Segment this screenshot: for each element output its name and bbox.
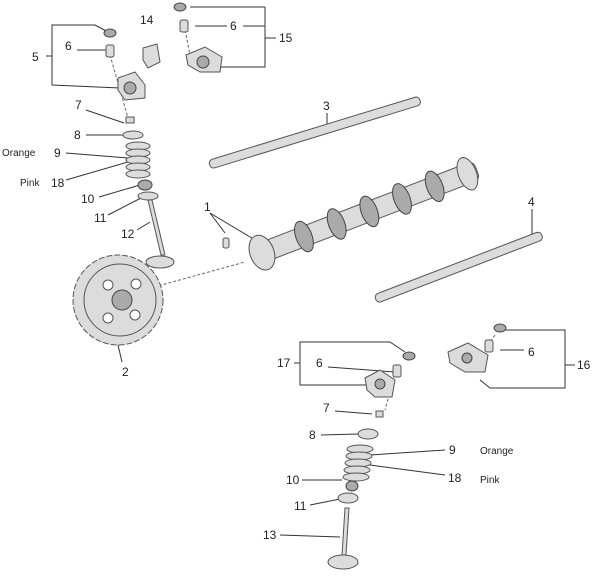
callout-9: 9	[449, 443, 456, 457]
nut-top-left	[103, 28, 117, 38]
key-1	[222, 237, 230, 249]
callout-7: 7	[75, 98, 82, 112]
camshaft	[248, 157, 480, 271]
valve-stem-12	[147, 199, 166, 256]
spring-seat-11	[137, 191, 159, 201]
callout-1: 1	[204, 200, 211, 214]
camshaft-gear-2	[72, 254, 164, 346]
color-note-pink: Pink	[20, 178, 40, 189]
callout-9: 9	[54, 146, 61, 160]
callout-14: 14	[140, 13, 154, 27]
callout-8: 8	[74, 128, 81, 142]
callout-15: 15	[279, 31, 293, 45]
nut-lower-left	[402, 351, 416, 361]
pushrod-4	[374, 231, 543, 303]
color-note-orange: Orange	[2, 148, 36, 159]
callout-17: 17	[277, 356, 291, 370]
leader-lines	[46, 6, 575, 538]
valve-stem-13	[341, 507, 350, 556]
rocker-pedestal-14	[142, 43, 161, 69]
nut-lower-right	[493, 323, 507, 333]
nut-top-right	[173, 2, 187, 12]
callout-12: 12	[121, 227, 135, 241]
collet-7	[125, 116, 135, 124]
callout-2: 2	[122, 365, 129, 379]
callout-10: 10	[81, 192, 95, 206]
callout-3: 3	[323, 99, 330, 113]
callout-10: 10	[286, 473, 300, 487]
callout-18: 18	[51, 176, 65, 190]
callout-13: 13	[263, 528, 277, 542]
spring-seat-11-lower	[337, 492, 359, 504]
callout-labels: 14 6 15 5 6 7 8 Orange 9 Pink 18 10 11 1…	[2, 13, 591, 542]
callout-5: 5	[32, 50, 39, 64]
parts	[72, 2, 543, 570]
spring-cap-8	[122, 130, 144, 140]
callout-18: 18	[448, 471, 462, 485]
callout-6: 6	[230, 19, 237, 33]
callout-7: 7	[323, 401, 330, 415]
pushrod-3	[208, 96, 421, 169]
callout-6: 6	[65, 39, 72, 53]
callout-8: 8	[309, 428, 316, 442]
callout-6: 6	[316, 356, 323, 370]
valve-seal-10	[137, 179, 153, 191]
callout-11: 11	[94, 211, 107, 225]
color-note-pink: Pink	[480, 475, 500, 486]
color-note-orange: Orange	[480, 446, 514, 457]
adjuster-screw-right	[179, 19, 189, 33]
callout-16: 16	[577, 358, 591, 372]
adjuster-screw-lower-right	[484, 339, 494, 353]
spring-cap-8-lower	[357, 428, 379, 440]
valve-spring-left	[125, 141, 151, 179]
callout-6: 6	[528, 345, 535, 359]
collet-7-lower	[375, 410, 384, 418]
valve-spring-right	[342, 444, 374, 482]
adjuster-screw-left	[105, 44, 115, 58]
valve-seal-10-lower	[345, 480, 359, 492]
adjuster-screw-lower-left	[392, 364, 402, 378]
callout-4: 4	[528, 195, 535, 209]
callout-11: 11	[294, 499, 307, 513]
